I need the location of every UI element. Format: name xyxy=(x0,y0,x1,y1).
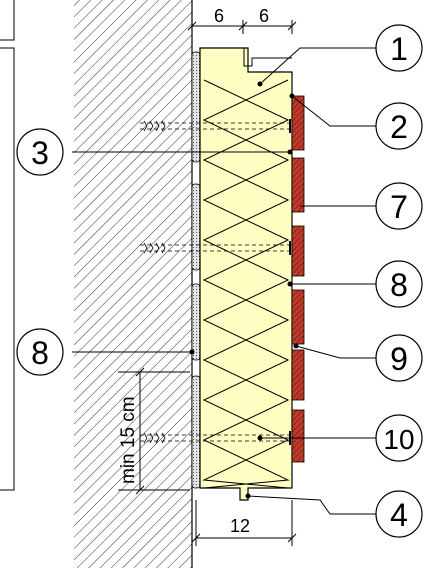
svg-text:8: 8 xyxy=(31,335,49,371)
dim-top-left: 6 xyxy=(214,6,224,26)
svg-text:8: 8 xyxy=(390,267,408,303)
top-dimension xyxy=(187,20,297,34)
svg-text:10: 10 xyxy=(383,424,414,455)
cladding-tile xyxy=(291,409,305,463)
insulation-zigzag xyxy=(202,79,290,489)
masonry-wall xyxy=(74,0,193,568)
anchor-dowels xyxy=(140,119,291,445)
cladding-tile xyxy=(291,157,305,213)
callout-7: 7 xyxy=(375,182,423,230)
cladding-tile xyxy=(291,95,305,151)
leader-lines xyxy=(72,47,376,515)
leader-dots xyxy=(189,81,299,499)
anchor-dowel xyxy=(140,241,291,255)
dim-top-right: 6 xyxy=(259,6,269,26)
cladding-tiles xyxy=(291,95,305,463)
callout-9: 9 xyxy=(375,334,423,382)
svg-text:9: 9 xyxy=(390,341,408,377)
adhesive-strip xyxy=(191,283,201,361)
svg-text:1: 1 xyxy=(390,31,408,67)
adhesive-strip xyxy=(191,183,201,271)
insulation-board xyxy=(199,47,293,501)
svg-text:2: 2 xyxy=(390,109,408,145)
adhesive-strip xyxy=(191,375,201,489)
callout-2: 2 xyxy=(375,102,423,150)
callout-8-left: 8 xyxy=(16,328,64,376)
left-extent-line xyxy=(0,0,15,491)
anchor-dowel xyxy=(140,431,291,445)
cladding-tile xyxy=(291,225,305,277)
overlap-dimension xyxy=(118,367,190,495)
svg-text:4: 4 xyxy=(390,497,408,533)
bottom-dimension xyxy=(191,500,297,546)
svg-text:3: 3 xyxy=(31,135,49,171)
anchor-dowel xyxy=(140,119,291,133)
cladding-tile xyxy=(291,289,305,345)
callout-1: 1 xyxy=(375,24,423,72)
callout-10: 10 xyxy=(375,414,423,462)
callout-4: 4 xyxy=(375,490,423,538)
adhesive-strip xyxy=(191,51,201,163)
callout-8-right: 8 xyxy=(375,260,423,308)
dim-bottom: 12 xyxy=(230,516,250,536)
adhesive-strips xyxy=(191,51,201,489)
svg-text:7: 7 xyxy=(390,189,408,225)
cladding-tile xyxy=(291,349,305,401)
callout-3: 3 xyxy=(16,128,64,176)
dim-vertical: min 15 cm xyxy=(118,396,139,484)
